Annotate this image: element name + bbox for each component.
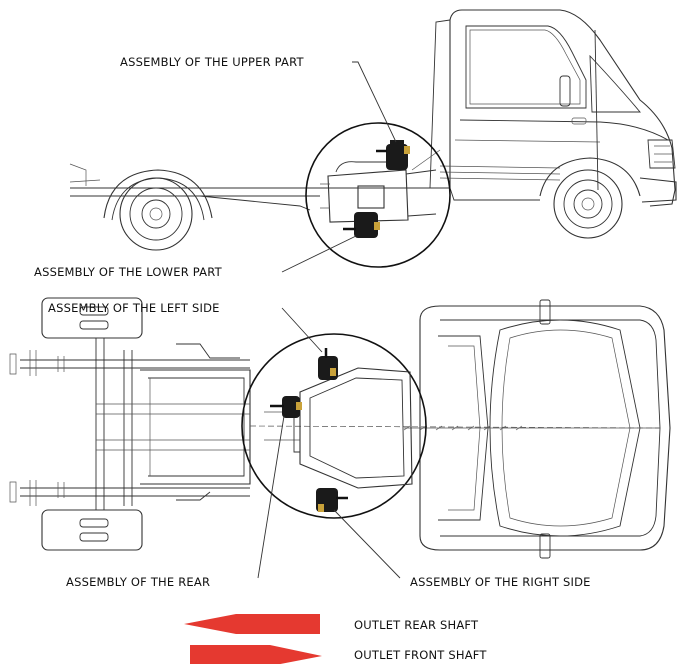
legend: OUTLET REAR SHAFT OUTLET FRONT SHAFT — [184, 614, 487, 664]
legend-front-shaft: OUTLET FRONT SHAFT — [354, 648, 487, 662]
truck-side-view — [69, 9, 677, 251]
right-side-mount — [316, 488, 348, 512]
front-shaft-arrow — [190, 645, 322, 664]
label-right-side: ASSEMBLY OF THE RIGHT SIDE — [410, 575, 591, 589]
rear-shaft-arrow — [184, 614, 320, 634]
leader-lines — [257, 61, 401, 579]
label-lower-part: ASSEMBLY OF THE LOWER PART — [34, 265, 223, 279]
legend-rear-shaft: OUTLET REAR SHAFT — [354, 618, 479, 632]
label-rear: ASSEMBLY OF THE REAR — [66, 575, 210, 589]
rear-mount — [270, 396, 302, 418]
left-side-mount — [318, 348, 338, 380]
lower-mount — [343, 212, 380, 238]
label-upper-part: ASSEMBLY OF THE UPPER PART — [120, 55, 304, 69]
side-detail-circle — [305, 122, 451, 268]
top-detail-circle — [241, 333, 427, 519]
label-left-side: ASSEMBLY OF THE LEFT SIDE — [48, 301, 220, 315]
truck-top-view — [9, 297, 671, 559]
upper-mount — [376, 140, 410, 170]
